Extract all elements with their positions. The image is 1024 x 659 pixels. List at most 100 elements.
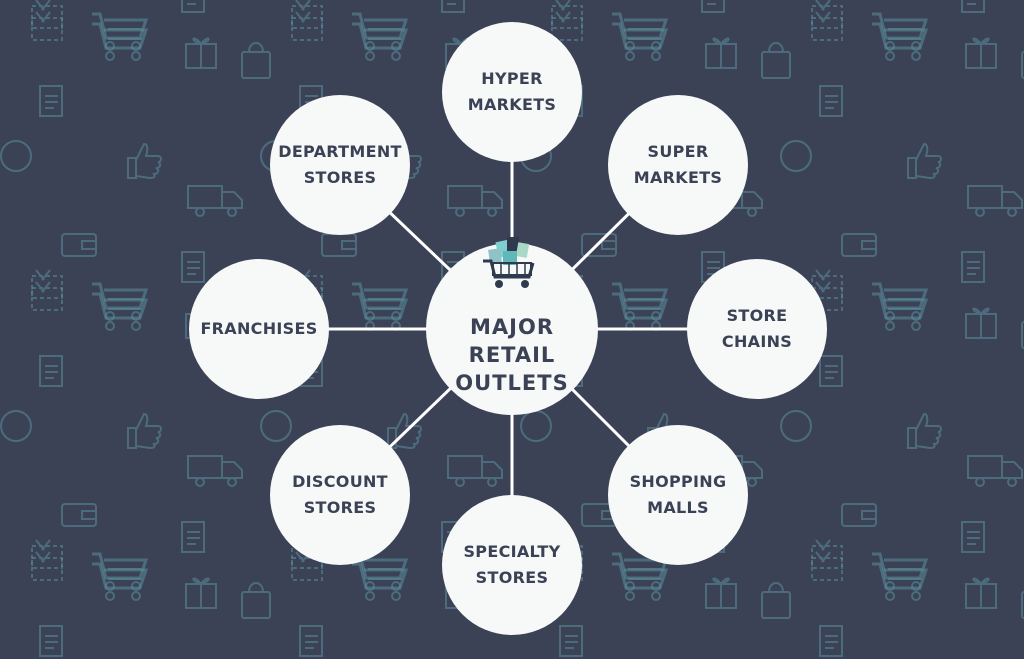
center-label-line-2: RETAIL [468, 343, 556, 367]
pattern-tag-icon [811, 551, 843, 581]
pattern-bag-icon [1021, 591, 1024, 619]
node-label-line: MALLS [647, 498, 709, 517]
pattern-gift-icon [185, 37, 217, 69]
pattern-truck-icon [187, 455, 243, 487]
pattern-truck-icon [447, 455, 503, 487]
pattern-thumb-icon [907, 142, 942, 180]
pattern-cart-icon [92, 292, 149, 331]
center-node-major-retail-outlets: MAJOR RETAIL OUTLETS [426, 237, 598, 415]
pattern-bag-icon [761, 42, 791, 79]
pattern-cart-icon [352, 22, 409, 61]
pattern-cart-icon [352, 562, 409, 601]
pattern-bag-icon [1021, 321, 1024, 349]
pattern-bag-icon [1021, 51, 1024, 79]
pattern-clock-icon [260, 410, 292, 442]
pattern-doc-icon [961, 251, 985, 283]
pattern-doc-icon [181, 0, 205, 13]
node-label: FRANCHISES [188, 316, 329, 342]
pattern-truck-icon [967, 185, 1023, 217]
node-label-line: CHAINS [721, 332, 793, 351]
center-label-line-3: OUTLETS [455, 371, 569, 395]
pattern-tag-icon [551, 11, 583, 41]
pattern-doc-icon [299, 625, 323, 657]
pattern-bag-icon [761, 582, 791, 619]
node-label: DISCOUNT STORES [280, 469, 400, 521]
pattern-doc-icon [39, 355, 63, 387]
node-label-line: DISCOUNT [292, 472, 388, 491]
node-label-line: SHOPPING [629, 472, 727, 491]
pattern-gift-icon [705, 37, 737, 69]
pattern-tag-icon [31, 551, 63, 581]
pattern-cart-icon [872, 22, 929, 61]
center-label-line-1: MAJOR [470, 315, 554, 339]
pattern-thumb-icon [127, 142, 162, 180]
pattern-clock-icon [780, 410, 812, 442]
pattern-truck-icon [967, 455, 1023, 487]
pattern-gift-icon [705, 577, 737, 609]
node-label-line: SPECIALTY [463, 542, 561, 561]
node-label-line: MARKETS [467, 95, 557, 114]
pattern-doc-icon [961, 521, 985, 553]
pattern-thumb-icon [907, 412, 942, 450]
pattern-doc-icon [441, 0, 465, 13]
node-discount-stores: DISCOUNT STORES [270, 425, 410, 565]
pattern-tag-icon [291, 11, 323, 41]
node-store-chains: STORE CHAINS [687, 259, 827, 399]
pattern-cart-icon [872, 562, 929, 601]
pattern-doc-icon [819, 85, 843, 117]
pattern-bag-icon [241, 42, 271, 79]
pattern-tag-icon [31, 11, 63, 41]
node-shopping-malls: SHOPPING MALLS [608, 425, 748, 565]
pattern-thumb-icon [127, 412, 162, 450]
pattern-gift-icon [185, 577, 217, 609]
node-label-line: HYPER [481, 69, 543, 88]
shopping-cart-with-bags-icon [483, 237, 535, 288]
pattern-clock-icon [0, 140, 32, 172]
pattern-doc-icon [39, 625, 63, 657]
node-label-line: STORES [303, 168, 377, 187]
pattern-gift-icon [965, 307, 997, 339]
pattern-gift-icon [965, 37, 997, 69]
node-label-line: STORE [726, 306, 788, 325]
center-node-label: MAJOR RETAIL OUTLETS [443, 313, 580, 397]
pattern-doc-icon [819, 625, 843, 657]
pattern-cart-icon [612, 22, 669, 61]
node-label: HYPER MARKETS [456, 66, 569, 118]
pattern-cart-icon [92, 562, 149, 601]
pattern-doc-icon [39, 85, 63, 117]
node-label-line: STORES [303, 498, 377, 517]
pattern-cart-icon [92, 22, 149, 61]
pattern-truck-icon [447, 185, 503, 217]
pattern-bag-icon [241, 582, 271, 619]
node-department-stores: DEPARTMENT STORES [270, 95, 410, 235]
node-specialty-stores: SPECIALTY STORES [442, 495, 582, 635]
node-label: SHOPPING MALLS [618, 469, 739, 521]
pattern-wallet-icon [581, 233, 617, 257]
node-label: SUPER MARKETS [622, 139, 735, 191]
pattern-wallet-icon [841, 503, 877, 527]
pattern-wallet-icon [61, 503, 97, 527]
node-label-line: DEPARTMENT [278, 142, 402, 161]
pattern-doc-icon [181, 251, 205, 283]
node-franchises: FRANCHISES [189, 259, 329, 399]
pattern-doc-icon [559, 625, 583, 657]
pattern-wallet-icon [841, 233, 877, 257]
pattern-truck-icon [187, 185, 243, 217]
pattern-thumb-icon [387, 412, 422, 450]
node-label: STORE CHAINS [710, 303, 804, 355]
pattern-tag-icon [31, 281, 63, 311]
pattern-tag-icon [811, 11, 843, 41]
pattern-wallet-icon [61, 233, 97, 257]
node-label-line: MARKETS [633, 168, 723, 187]
node-super-markets: SUPER MARKETS [608, 95, 748, 235]
node-label-line: STORES [475, 568, 549, 587]
pattern-doc-icon [701, 0, 725, 13]
node-label-line: SUPER [647, 142, 709, 161]
pattern-doc-icon [961, 0, 985, 13]
pattern-cart-icon [612, 562, 669, 601]
pattern-doc-icon [181, 521, 205, 553]
node-label: DEPARTMENT STORES [266, 139, 414, 191]
pattern-clock-icon [0, 410, 32, 442]
node-hyper-markets: HYPER MARKETS [442, 22, 582, 162]
